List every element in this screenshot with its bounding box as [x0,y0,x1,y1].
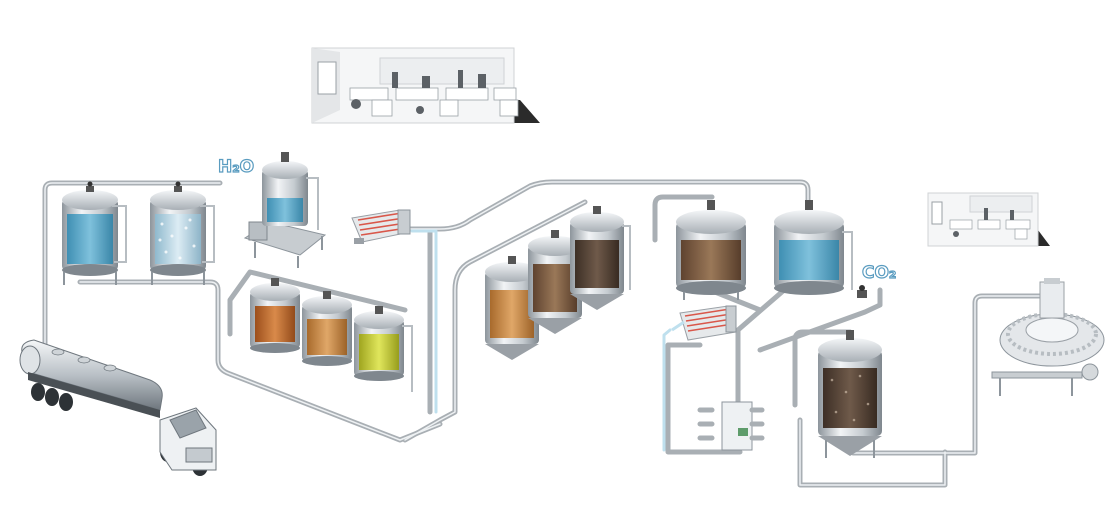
pipe-network [42,179,1043,488]
laboratory-icon [311,47,540,124]
ice-water-tank [150,181,215,285]
bottling-carousel-icon [991,278,1105,396]
lauter-tank [302,291,352,366]
h2o-label: H₂O [218,157,254,177]
maturation-tank-blue [774,200,853,295]
plate-cooler-icon [671,305,737,341]
water-treatment-tank [243,152,327,268]
fermentation-tank-2 [528,230,582,334]
maturation-tank-brown [676,200,746,300]
co2-valve-icon [857,285,867,298]
water-storage-tank [62,181,127,285]
co2-label: CO₂ [862,263,896,283]
wort-kettle [354,306,413,392]
small-laboratory-icon [927,192,1050,247]
fermentation-tank-3 [570,206,631,310]
bright-beer-tank [818,330,882,458]
control-unit-icon [697,401,765,451]
fermentation-tank-1 [485,256,539,360]
heat-exchanger-icon [351,209,411,244]
mash-tank [250,278,300,353]
tanker-truck-icon [19,339,217,476]
